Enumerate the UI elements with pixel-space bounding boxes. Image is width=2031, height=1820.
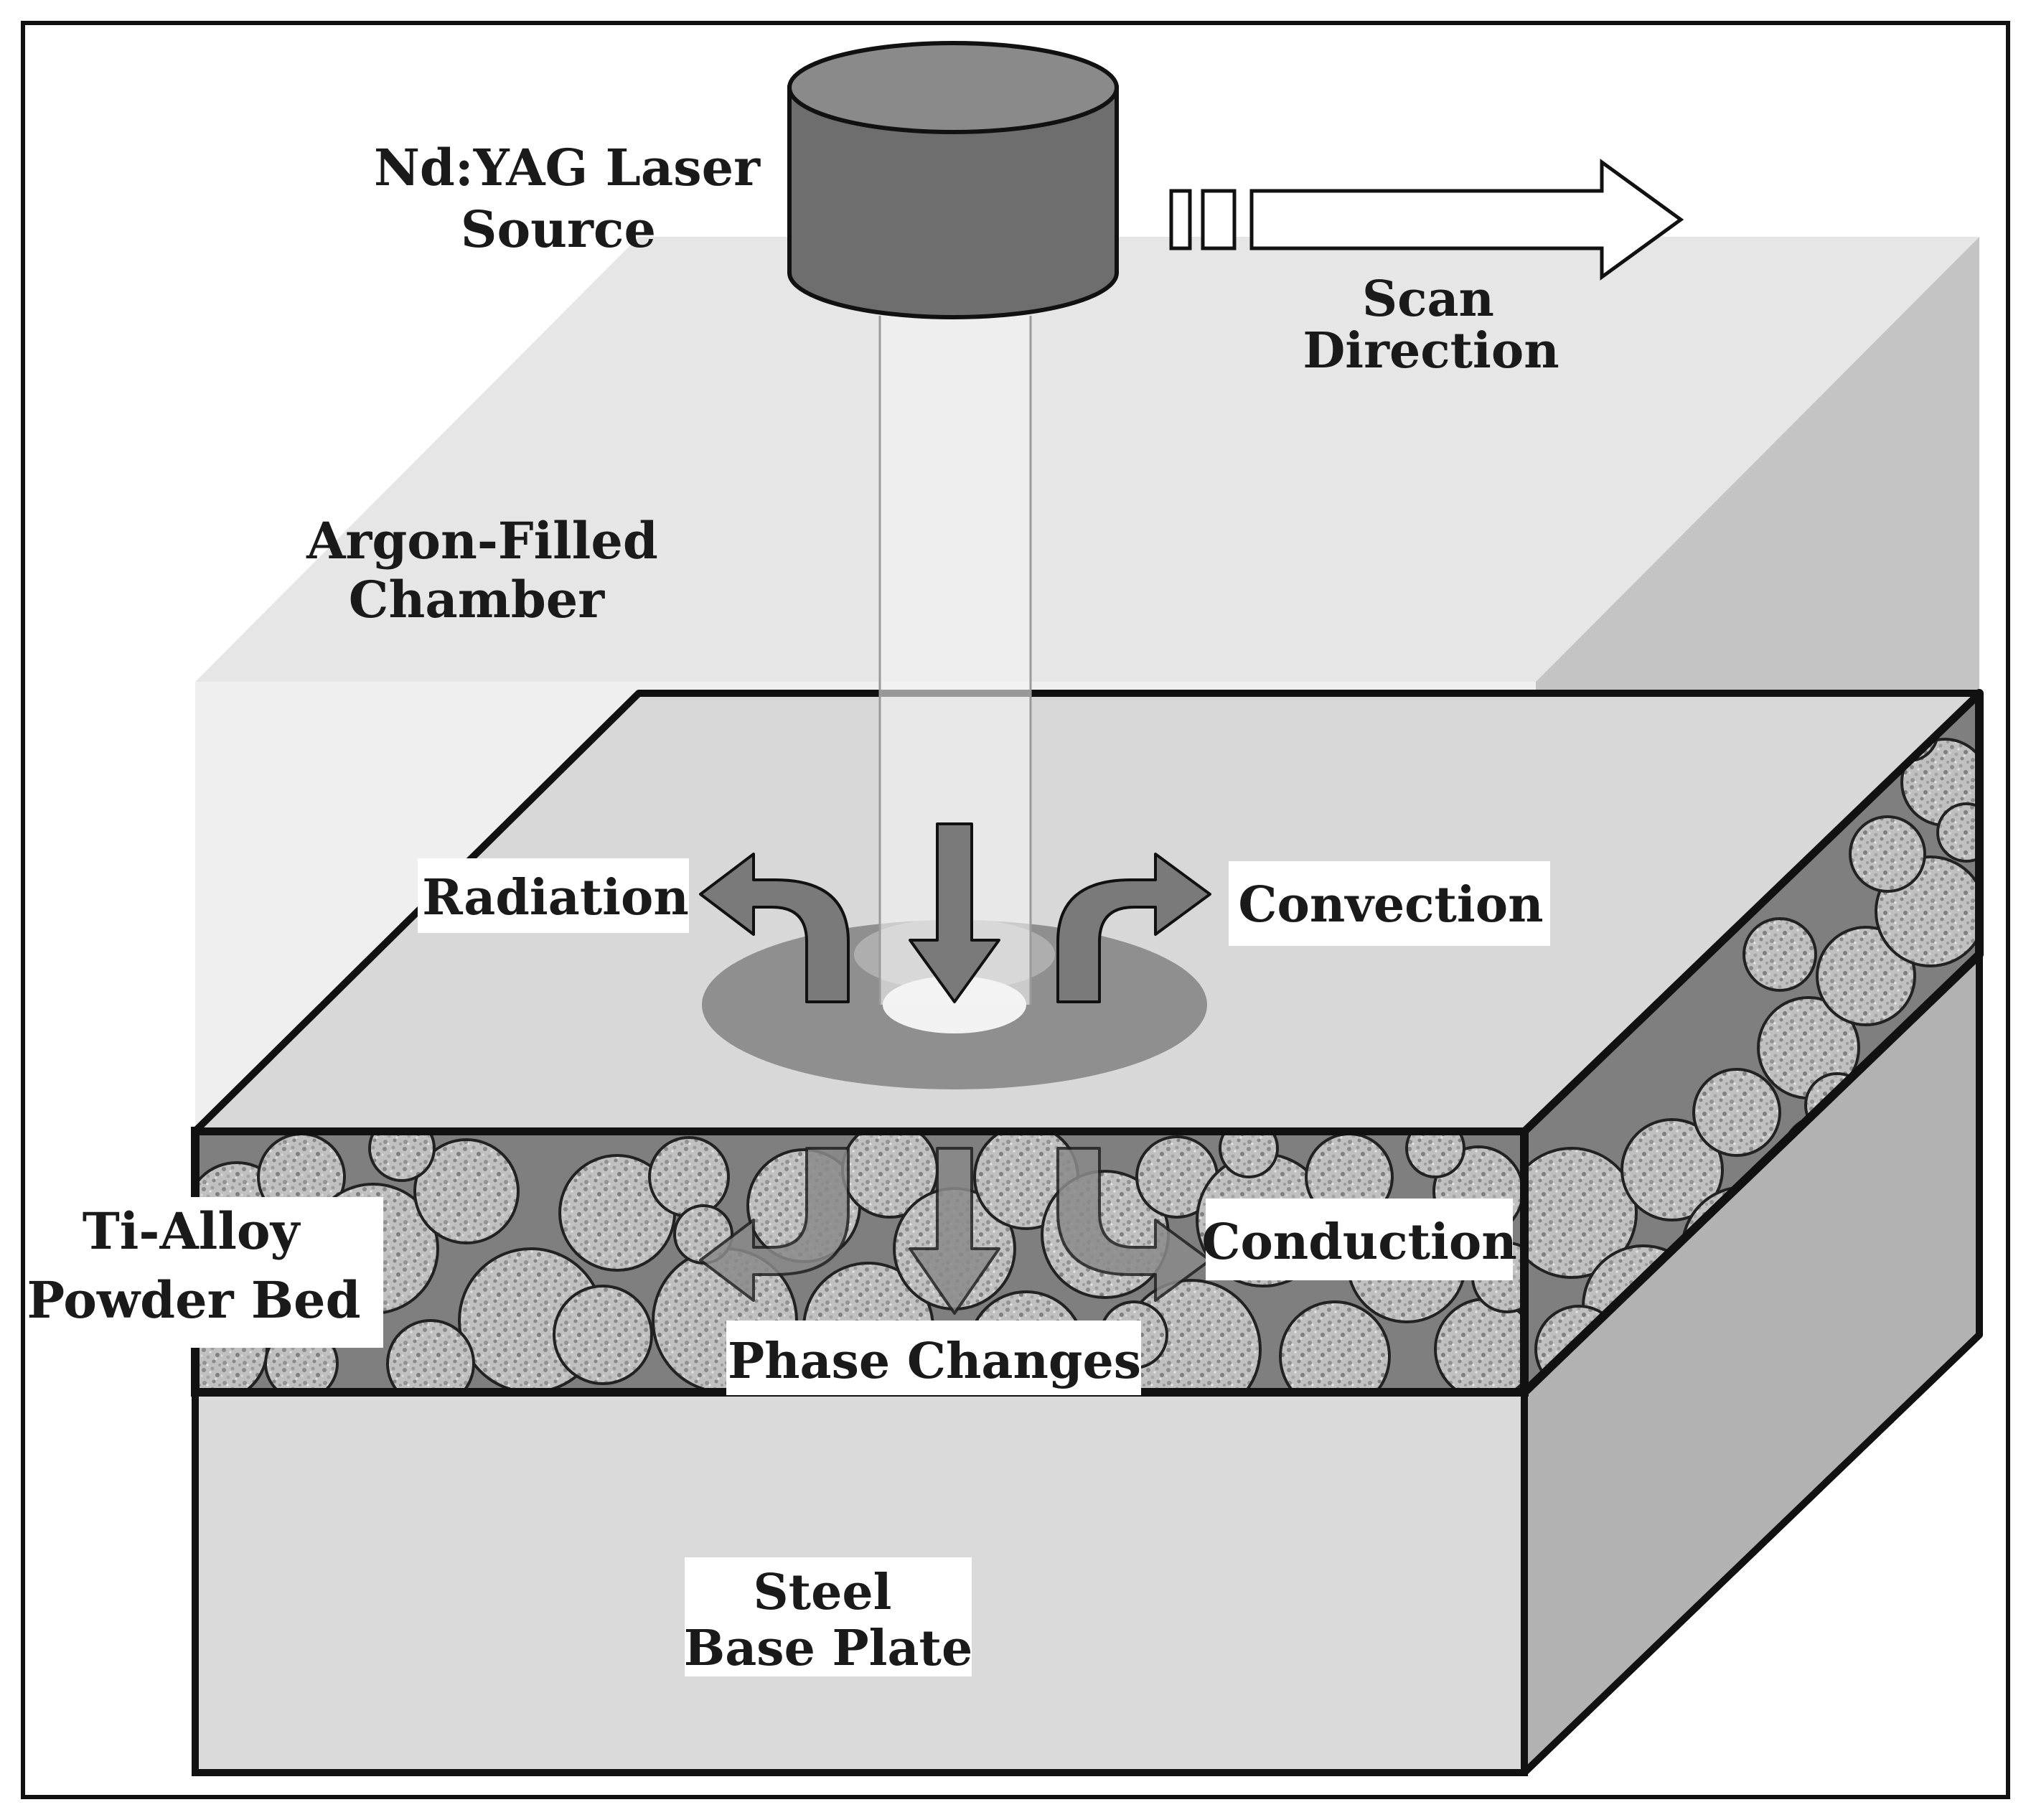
chamber-label-line1: Argon-Filled [306,511,658,571]
label-backgrounds [26,858,1550,1676]
down-arrow-icon [909,822,1000,1003]
laser-source-label-line1: Nd:YAG Laser [374,138,761,197]
powder-particle [386,1319,475,1392]
powder-particle [1692,1068,1781,1157]
conduction-label: Conduction [1201,1214,1516,1271]
powder-particle [553,1285,653,1385]
powder-particle [648,1136,730,1218]
cylinder-laser-icon [787,41,1119,319]
powder-particle [1524,1147,1638,1279]
powder-particle [1936,802,1979,863]
curved-arrow-icon [1056,1147,1211,1302]
powder-particle [1219,1131,1279,1178]
hollow-right-arrow-icon [1169,159,1684,281]
powder-bed-label-line2: Powder Bed [27,1270,360,1330]
powder-particle [368,1131,436,1182]
powder-particle [413,1138,520,1244]
curved-arrow-icon [699,1147,850,1302]
down-arrow-icon [909,1147,1000,1315]
chamber-label-line2: Chamber [349,570,606,629]
curved-arrow-icon [1056,853,1211,1003]
scan-direction-label-line2: Direction [1303,322,1559,380]
powder-particle [1620,1118,1724,1221]
curved-arrow-icon [699,853,850,1003]
scan-direction-label-line1: Scan [1362,271,1494,328]
powder-particle [1742,917,1817,992]
powder-particle [1849,815,1926,893]
base-plate-label-line1: Steel [754,1564,892,1621]
base-plate-label-line2: Base Plate [684,1620,972,1677]
powder-particle [1405,1131,1465,1178]
laser-source-label-line2: Source [461,200,656,259]
radiation-label: Radiation [422,869,689,927]
powder-bed-label-line1: Ti-Alloy [83,1201,301,1261]
phase-changes-label: Phase Changes [728,1333,1141,1390]
powder-particle [1279,1300,1391,1392]
powder-particle [1816,926,1916,1026]
convection-label: Convection [1238,876,1543,934]
